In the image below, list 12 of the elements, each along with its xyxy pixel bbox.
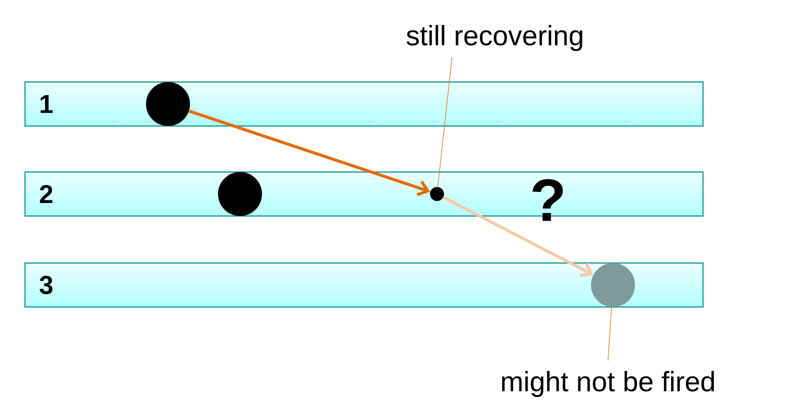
leader-line xyxy=(438,56,452,188)
dot xyxy=(591,263,635,307)
dot xyxy=(430,187,444,201)
band: 3 xyxy=(24,262,704,308)
annotation-text: might not be fired xyxy=(502,371,714,397)
dot xyxy=(218,172,262,216)
band: 1 xyxy=(24,81,704,127)
leader-line xyxy=(608,306,612,362)
arrow xyxy=(442,196,594,278)
arrow xyxy=(188,110,430,196)
annotation-text: still recovering xyxy=(406,25,582,51)
dot xyxy=(146,82,190,126)
